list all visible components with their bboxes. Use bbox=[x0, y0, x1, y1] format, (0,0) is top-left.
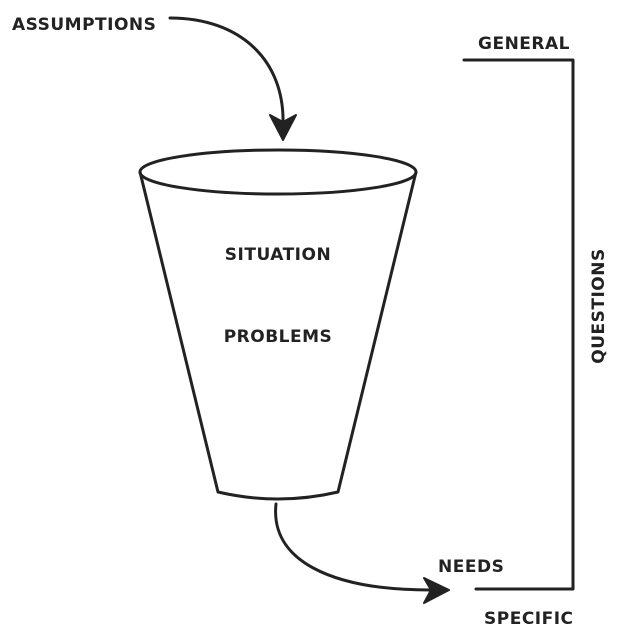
assumptions-arrowhead-icon bbox=[269, 114, 297, 141]
situation-label: SITUATION bbox=[225, 245, 331, 265]
funnel-body bbox=[138, 170, 418, 501]
assumptions-arrow-curve bbox=[168, 16, 285, 127]
needs-arrow-curve bbox=[274, 502, 432, 592]
assumptions-label: ASSUMPTIONS bbox=[12, 15, 156, 35]
problems-label: PROBLEMS bbox=[224, 327, 333, 347]
questions-bracket bbox=[462, 58, 575, 591]
general-label: GENERAL bbox=[478, 34, 570, 54]
specific-label: SPECIFIC bbox=[484, 609, 574, 629]
needs-label: NEEDS bbox=[438, 557, 504, 577]
needs-arrowhead-icon bbox=[423, 577, 450, 604]
funnel-rim bbox=[138, 148, 418, 196]
questions-label: QUESTIONS bbox=[589, 248, 609, 363]
